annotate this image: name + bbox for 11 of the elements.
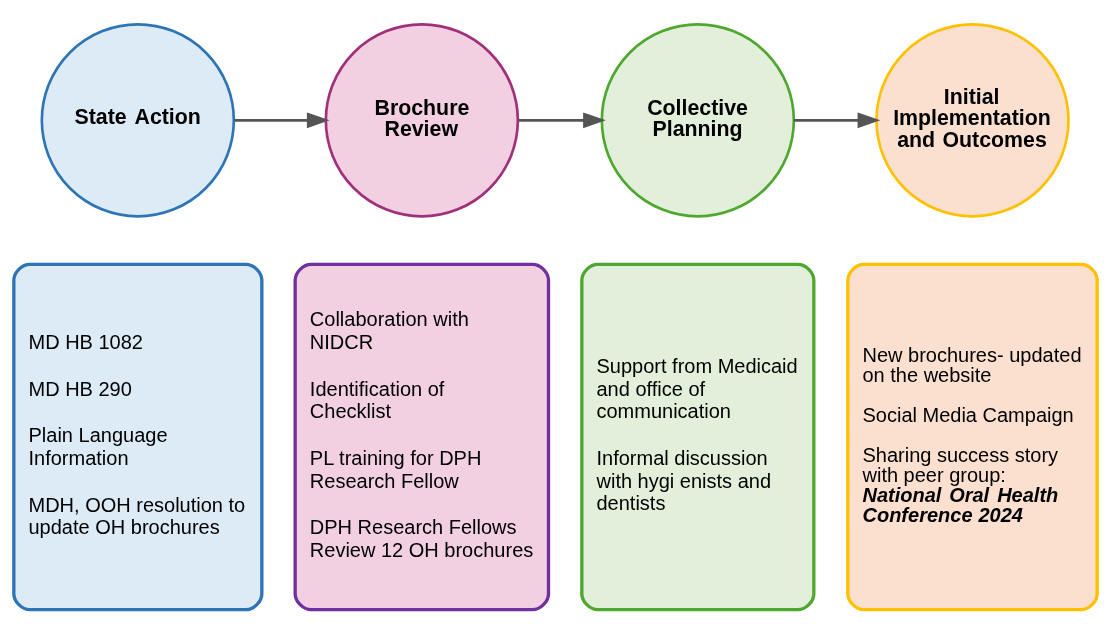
node-box: Collaboration with NIDCR Identification of Checklist PL training for DPH Research Fellow DPH Research Fellows Review 12 OH brochures bbox=[293, 262, 551, 611]
arrow bbox=[518, 111, 606, 128]
node-circle: Initial Implementation and Outcomes bbox=[875, 22, 1070, 218]
arrow bbox=[234, 111, 330, 128]
node-circle: Collective Planning bbox=[600, 22, 796, 218]
node-box: Support from Medicaid and office of communication Informal discussion with hygi enists and dentists bbox=[580, 262, 816, 611]
node-circle: Brochure Review bbox=[324, 22, 520, 218]
arrow bbox=[793, 111, 881, 128]
node-box: New brochures- updated on the website Social Media Campaign Sharing success story with peer group: National Oral Health Conference 2024 bbox=[846, 262, 1099, 611]
node-circle: State Action bbox=[40, 22, 236, 218]
node-box: MD HB 1082 MD HB 290 Plain Language Information MDH, OOH resolution to update OH brochures bbox=[12, 262, 264, 611]
